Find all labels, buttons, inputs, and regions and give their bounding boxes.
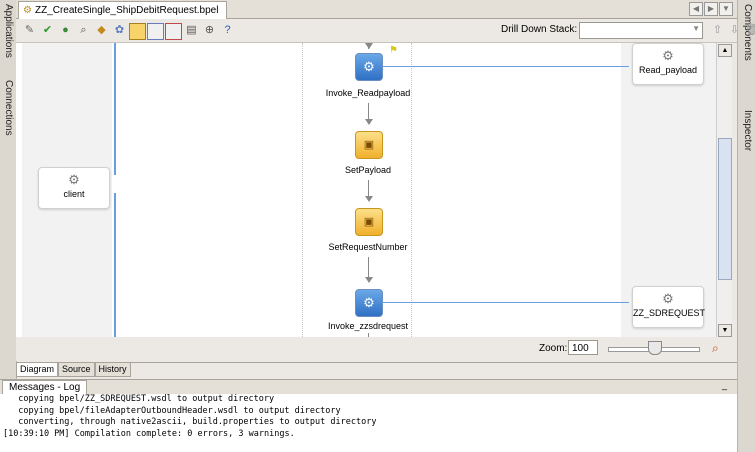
activity-label: Invoke_Readpayload — [325, 88, 411, 98]
scope-border-left — [302, 43, 303, 337]
filter-icon[interactable]: ◆ — [97, 24, 106, 36]
connector-line — [114, 193, 116, 337]
inspector-tab[interactable]: Inspector — [739, 110, 755, 151]
diagram-vertical-scrollbar[interactable]: ▲ ▼ — [716, 43, 732, 337]
log-line: copying bpel/ZZ_SDREQUEST.wsdl to output… — [8, 394, 275, 404]
diagram-toolbar: ✎ ✔ ● ⌕ ◆ ✿ ▤ ⊕ ? Drill Down Stack: ▼ ⇧ … — [16, 19, 755, 43]
tab-list-icon[interactable]: ▼ — [719, 2, 733, 16]
setrequestnumber-assign-activity[interactable]: ▣ — [355, 208, 383, 236]
partner-link-label: Read_payload — [638, 65, 698, 75]
zoom-value: 100 — [572, 343, 589, 354]
tab-scroll-right-icon[interactable]: ▶ — [704, 2, 718, 16]
zoom-label: Zoom: — [539, 343, 568, 354]
partner-link-label: ZZ_SDREQUEST — [633, 308, 706, 318]
edit-icon[interactable]: ✎ — [24, 24, 35, 36]
partner-link-zz-sdrequest[interactable]: ⚙ ZZ_SDREQUEST — [632, 286, 706, 328]
bpel-diagram-canvas[interactable]: ⚙ client ⚙ ⚑ Invoke_Readpayload ▣ SetPay… — [16, 43, 731, 337]
messages-log-tab-label: Messages - Log — [9, 382, 81, 393]
collapse-icon[interactable] — [147, 23, 164, 40]
left-side-panel-tabs: Applications Connections — [0, 0, 17, 380]
bpel-file-icon: ⚙ — [23, 5, 32, 16]
connections-tab[interactable]: Connections — [0, 80, 16, 136]
messages-log-content: copying bpel/ZZ_SDREQUEST.wsdl to output… — [0, 394, 737, 452]
flow-arrow — [365, 277, 373, 283]
components-tab-label: Components — [742, 4, 753, 61]
flow-arrow — [365, 196, 373, 202]
bpel-file-tab[interactable]: ⚙ ZZ_CreateSingle_ShipDebitRequest.bpel — [18, 1, 228, 19]
chevron-down-icon: ▼ — [692, 24, 700, 33]
flow-line — [368, 180, 369, 198]
zoom-spinner[interactable]: 100 — [568, 340, 598, 355]
log-line: [10:39:10 PM] Compilation complete: 0 er… — [3, 428, 295, 439]
right-side-panel-tabs: Components Inspector — [737, 0, 755, 452]
log-line: converting, through native2ascii, build.… — [8, 417, 377, 427]
gear-icon: ⚙ — [662, 291, 674, 306]
invoke-connector — [382, 66, 629, 67]
help-icon[interactable]: ? — [224, 24, 231, 36]
layout-icon[interactable] — [165, 23, 182, 40]
flag-icon: ⚑ — [389, 45, 398, 56]
flow-line — [368, 103, 369, 121]
partner-link-client[interactable]: ⚙ client — [38, 167, 110, 209]
editor-tab-bar: ⚙ ZZ_CreateSingle_ShipDebitRequest.bpel … — [16, 0, 737, 19]
deploy-icon[interactable]: ● — [62, 24, 69, 36]
invoke-readpayload-activity[interactable]: ⚙ — [355, 53, 383, 81]
components-tab[interactable]: Components — [739, 4, 755, 61]
zoom-slider-handle[interactable] — [648, 341, 662, 355]
applications-tab-label: Applications — [3, 4, 14, 58]
file-tab-label: ZZ_CreateSingle_ShipDebitRequest.bpel — [34, 5, 219, 16]
editor-view-tabs: Diagram Source History — [16, 362, 737, 377]
tab-history[interactable]: History — [94, 363, 131, 377]
flow-arrow — [365, 43, 373, 49]
partner-link-read-payload[interactable]: ⚙ Read_payload — [632, 43, 704, 85]
drill-down-icon[interactable]: ⇩ — [729, 24, 740, 36]
tab-scroll-left-icon[interactable]: ◀ — [689, 2, 703, 16]
validate-icon[interactable]: ✔ — [42, 24, 53, 36]
setpayload-assign-activity[interactable]: ▣ — [355, 131, 383, 159]
activity-label: Invoke_zzsdrequest — [327, 321, 409, 331]
invoke-connector — [382, 302, 629, 303]
scroll-down-icon[interactable]: ▼ — [718, 324, 732, 337]
trash-icon[interactable]: 🗑 — [744, 24, 755, 36]
tab-source[interactable]: Source — [58, 363, 95, 377]
drill-up-icon[interactable]: ⇧ — [712, 24, 723, 36]
partner-link-label: client — [63, 189, 85, 199]
activity-label: SetPayload — [344, 165, 392, 175]
expand-icon[interactable] — [129, 23, 146, 40]
messages-panel-header: Messages - Log _ — [0, 379, 737, 395]
messages-log-tab[interactable]: Messages - Log — [2, 380, 88, 394]
inspector-tab-label: Inspector — [742, 110, 753, 152]
connections-tab-label: Connections — [3, 80, 14, 136]
activity-label: SetRequestNumber — [328, 242, 408, 252]
flow-arrow — [365, 119, 373, 125]
connector-line — [114, 43, 116, 175]
gear-icon: ⚙ — [68, 172, 80, 187]
scroll-up-icon[interactable]: ▲ — [718, 44, 732, 57]
flow-line — [368, 257, 369, 279]
settings-icon[interactable]: ✿ — [114, 24, 125, 36]
flow-line — [368, 333, 369, 337]
scrollbar-thumb[interactable] — [718, 138, 732, 280]
zoom-bar: Zoom: 100 ⌕ — [16, 337, 731, 361]
invoke-zzsdrequest-activity[interactable]: ⚙ — [355, 289, 383, 317]
adapter-icon: ⚙ — [662, 48, 674, 63]
minimize-icon[interactable]: _ — [722, 380, 728, 390]
applications-tab[interactable]: Applications — [0, 4, 16, 58]
tab-diagram[interactable]: Diagram — [16, 363, 59, 377]
zoom-fit-icon[interactable]: ⊕ — [204, 24, 215, 36]
scope-border-right — [411, 43, 412, 337]
tab-navigation: ◀ ▶ ▼ — [689, 2, 733, 16]
drill-down-select[interactable]: ▼ — [579, 22, 703, 39]
zoom-icon[interactable]: ⌕ — [712, 341, 719, 355]
log-line: copying bpel/fileAdapterOutboundHeader.w… — [8, 405, 341, 416]
search-icon[interactable]: ⌕ — [80, 24, 87, 36]
drill-down-label: Drill Down Stack: — [501, 24, 578, 35]
print-icon[interactable]: ▤ — [186, 24, 197, 36]
